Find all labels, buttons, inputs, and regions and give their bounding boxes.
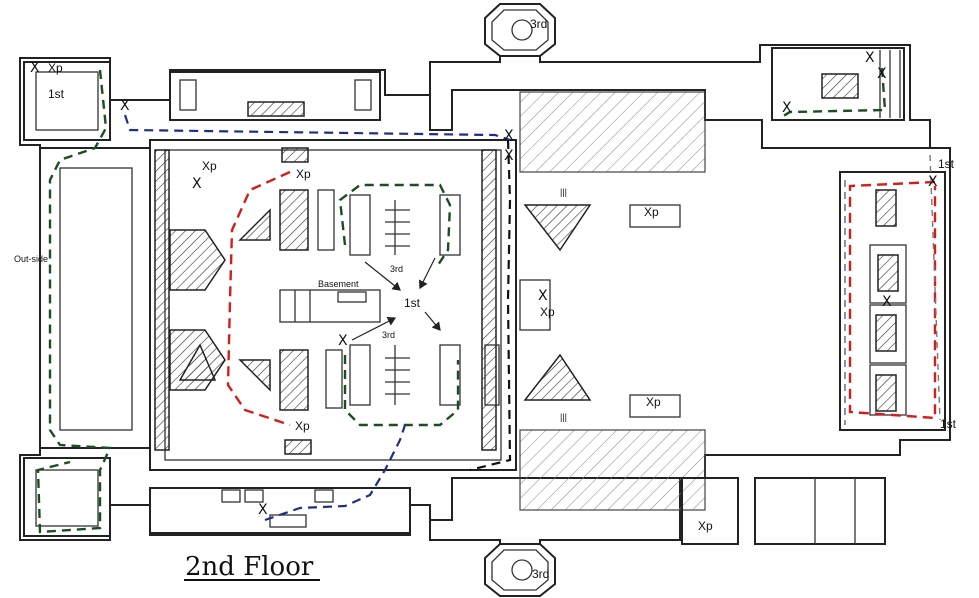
marker-xp-7: Xp [698, 519, 713, 533]
basement-label: Basement [318, 279, 359, 289]
route-green-west [36, 69, 112, 534]
se-room-2 [754, 477, 886, 545]
ne-courtyard [519, 91, 706, 173]
route-green-ne [779, 67, 887, 120]
marker-x-9: X [928, 174, 938, 190]
marker-x-4: X [258, 502, 268, 518]
marker-xp-6: Xp [646, 395, 661, 409]
ne-stair-room [771, 47, 905, 121]
route-black-east [469, 139, 512, 472]
central-hall [149, 139, 517, 471]
marker-x-7: X [538, 288, 548, 304]
route-green-center-upper [338, 183, 452, 266]
top-tower: 3rd [484, 3, 556, 57]
upper-3rd-label: 3rd [390, 264, 403, 274]
outside-label: Out-side [14, 254, 48, 264]
center-1st-label: 1st [404, 296, 421, 310]
ne-bars-label: ||| [560, 187, 567, 197]
marker-x-11: X [877, 66, 887, 82]
nw-xp-label: Xp [48, 61, 63, 75]
se-room-1 [681, 477, 739, 545]
route-gray-east [929, 154, 941, 421]
marker-x-3: X [338, 333, 348, 349]
marker-xp-3: Xp [295, 419, 310, 433]
nw-x-marker: X [30, 60, 40, 76]
map-title: 2nd Floor [185, 552, 314, 582]
marker-x-6: X [504, 148, 514, 164]
se-bars-label: ||| [560, 412, 567, 422]
sw-room [23, 457, 111, 537]
bottom-tower-3rd-label: 3rd [532, 567, 549, 581]
route-blue-bottom [264, 424, 407, 522]
nw-room [23, 61, 111, 141]
marker-xp-1: Xp [202, 159, 217, 173]
marker-xp-4: Xp [540, 305, 555, 319]
marker-x-1: X [120, 98, 130, 114]
marker-x-8: X [882, 294, 892, 310]
ne-1st-label: 1st [938, 157, 955, 171]
se-1st-label: 1st [940, 417, 957, 431]
east-hall [839, 171, 946, 431]
route-red-east [848, 180, 937, 420]
se-courtyard [519, 429, 706, 511]
route-green-center-lower [343, 355, 460, 427]
marker-x-12: X [782, 100, 792, 116]
marker-xp-2: Xp [296, 167, 311, 181]
bottom-tower: 3rd [484, 543, 556, 597]
marker-xp-5: Xp [644, 205, 659, 219]
west-gallery [39, 147, 151, 449]
top-tower-3rd-label: 3rd [530, 17, 547, 31]
lower-3rd-label: 3rd [382, 330, 395, 340]
nw-1st-label: 1st [48, 87, 65, 101]
marker-x-10: X [865, 50, 875, 66]
route-blue-top [123, 114, 511, 142]
route-red-hall [226, 170, 291, 427]
marker-x-5: X [504, 128, 514, 144]
marker-x-2: X [192, 176, 202, 192]
